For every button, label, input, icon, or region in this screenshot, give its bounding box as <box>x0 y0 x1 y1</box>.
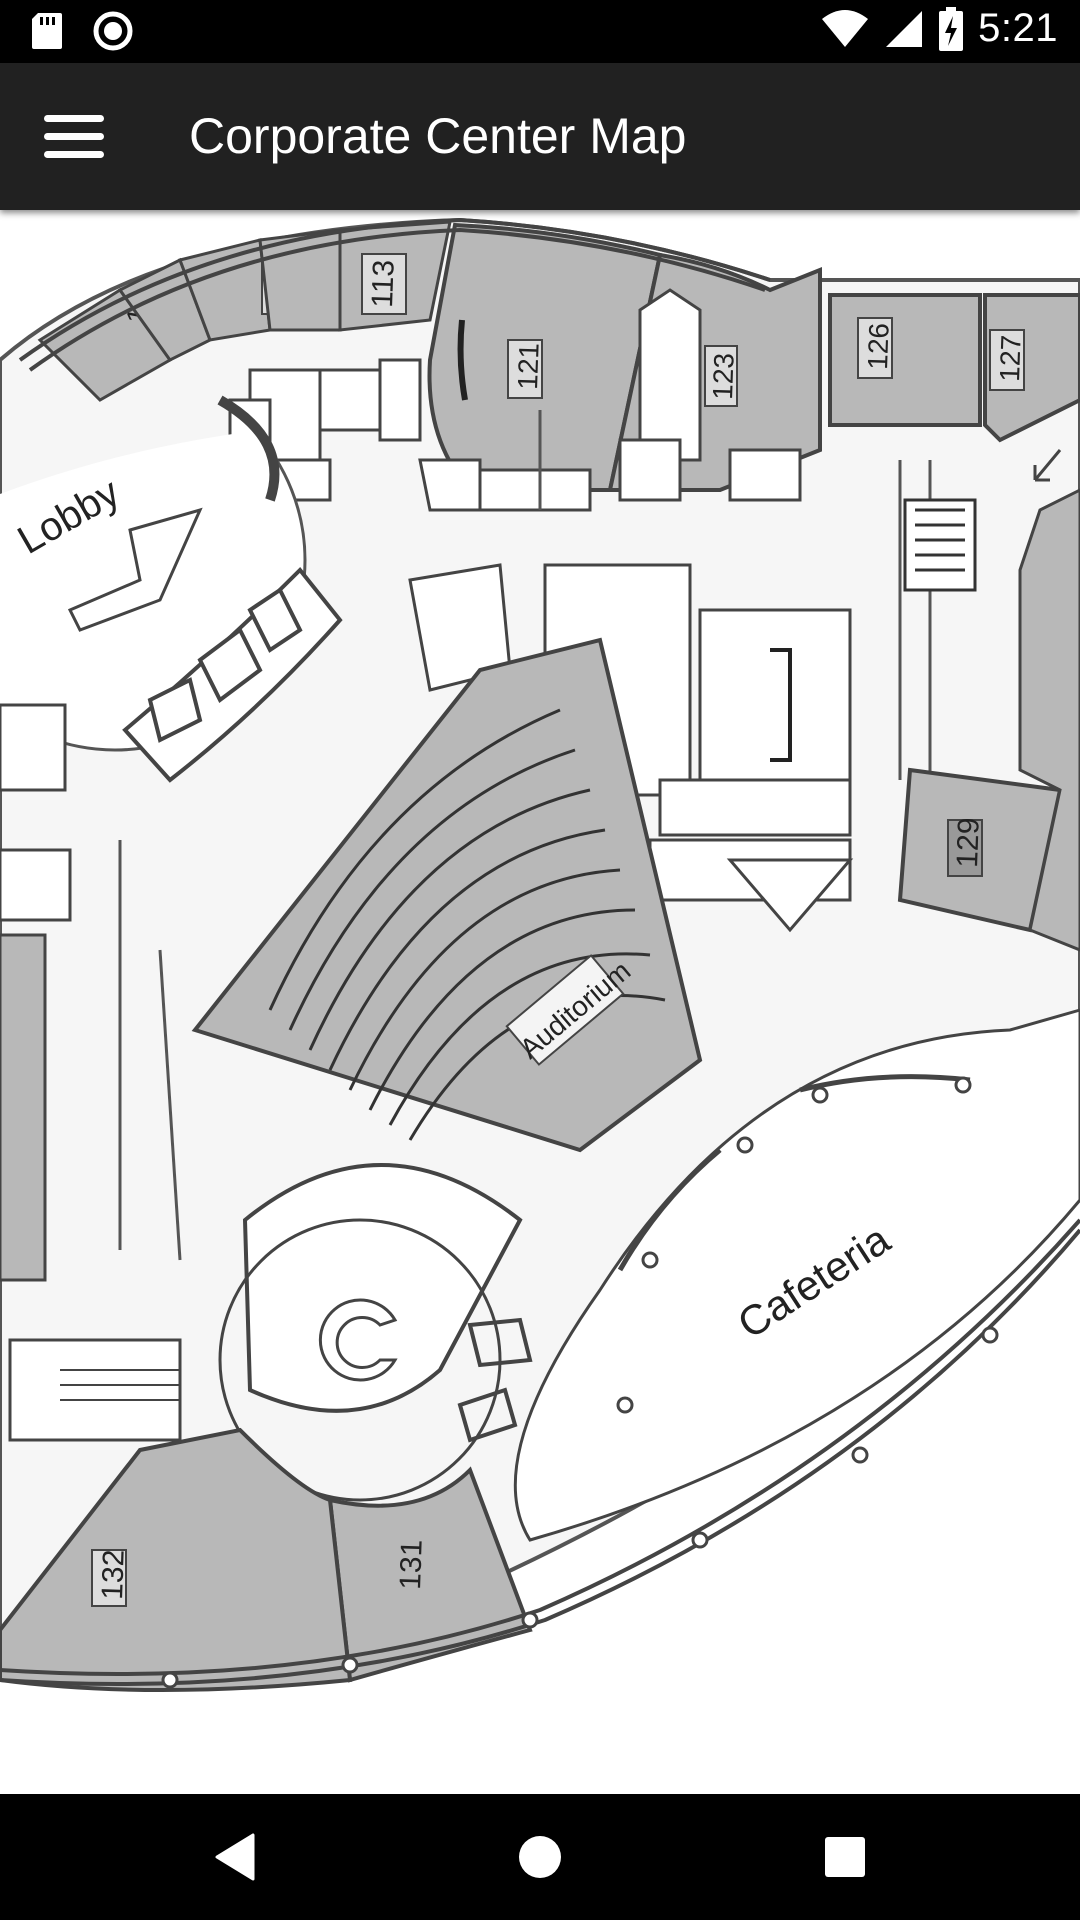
room-132[interactable]: 132 <box>0 1427 353 1692</box>
room-label-113: 113 <box>366 259 401 308</box>
room-127[interactable]: 127 <box>983 293 1080 443</box>
room-label-131: 131 <box>394 1539 429 1590</box>
app-bar: Corporate Center Map <box>0 63 1080 210</box>
sd-card-icon <box>32 13 62 49</box>
room-label-132: 132 <box>96 1549 131 1600</box>
cafeteria[interactable]: Cafeteria <box>513 1008 1080 1542</box>
auditorium[interactable]: Auditorium <box>191 637 703 1153</box>
status-bar: 5:21 <box>0 0 1080 63</box>
room-126[interactable]: 126 <box>828 293 982 427</box>
cell-signal-icon <box>886 10 923 47</box>
room-129[interactable]: 129 <box>897 488 1080 952</box>
service-rooms-top <box>228 358 802 512</box>
home-button[interactable] <box>490 1820 590 1894</box>
recents-square-icon <box>825 1837 865 1877</box>
room-label-121: 121 <box>512 342 545 390</box>
columns <box>161 1076 999 1689</box>
room-123[interactable]: 123 <box>607 252 822 492</box>
stairs-right <box>903 449 1062 592</box>
status-time: 5:21 <box>978 6 1058 50</box>
left-wing-rooms <box>0 703 182 1442</box>
app-title: Corporate Center Map <box>189 108 687 164</box>
floor-map[interactable]: 110 111 112 113 121 123 <box>0 210 1080 1794</box>
recents-button[interactable] <box>795 1820 895 1894</box>
back-button[interactable] <box>185 1820 285 1894</box>
hamburger-menu-icon <box>44 115 104 158</box>
record-icon <box>93 11 133 51</box>
navigation-bar <box>0 1794 1080 1920</box>
room-label-123: 123 <box>707 352 740 400</box>
floor-plan-drawing: 110 111 112 113 121 123 <box>0 217 1080 1692</box>
rotunda <box>218 1163 533 1502</box>
home-circle-icon <box>519 1836 561 1878</box>
room-label-126: 126 <box>862 322 895 370</box>
battery-charging-icon <box>939 6 964 51</box>
back-triangle-icon <box>215 1833 255 1881</box>
room-label-127: 127 <box>994 334 1027 382</box>
room-label-129: 129 <box>951 817 986 868</box>
wifi-icon <box>822 9 869 47</box>
outer-curtain-wall <box>0 217 1080 1686</box>
menu-button[interactable] <box>26 97 122 177</box>
booth-arc <box>122 567 343 783</box>
